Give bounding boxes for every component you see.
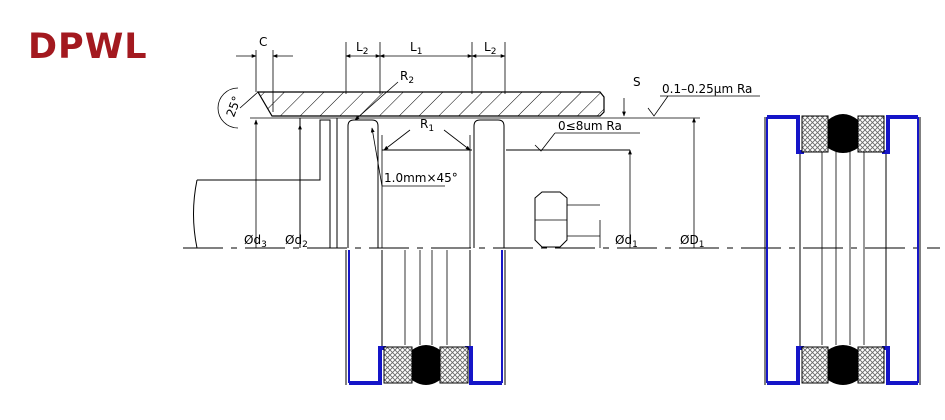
seal-full-section xyxy=(764,114,921,385)
label-r1: R1 xyxy=(420,117,434,134)
label-roughness-top: 0.1–0.25μm Ra xyxy=(662,82,752,96)
label-r2: R2 xyxy=(400,69,414,86)
label-angle: 25° xyxy=(224,94,244,119)
label-d2: Ød2 xyxy=(285,233,308,250)
label-chamfer: 1.0mm×45° xyxy=(384,171,458,185)
seal-lower-section xyxy=(345,250,506,385)
label-s: S xyxy=(633,75,641,89)
label-l2-left: L2 xyxy=(356,40,368,57)
label-d1: Ød1 xyxy=(615,233,638,250)
product-title: DPWL xyxy=(28,27,148,67)
dimension-r2: R2 xyxy=(354,69,414,121)
housing-bore xyxy=(250,91,700,119)
label-d3: Ød3 xyxy=(244,233,267,250)
label-roughness-groove: 0≤8um Ra xyxy=(558,119,622,133)
diameter-dimensions: Ød3 Ød2 Ød1 ØD1 xyxy=(244,117,704,250)
label-l1: L1 xyxy=(410,40,422,57)
label-D1: ØD1 xyxy=(680,233,704,250)
label-c: C xyxy=(259,35,267,49)
label-l2-right: L2 xyxy=(484,40,496,57)
dimension-c: C xyxy=(236,35,293,112)
piston-upper-section: R1 1.0mm×45° xyxy=(193,117,630,249)
roughness-annotations: 0.1–0.25μm Ra 0≤8um Ra S xyxy=(534,75,760,152)
dimension-angle: 25° xyxy=(217,87,259,129)
dimension-lengths: L2 L1 L2 xyxy=(345,40,506,94)
